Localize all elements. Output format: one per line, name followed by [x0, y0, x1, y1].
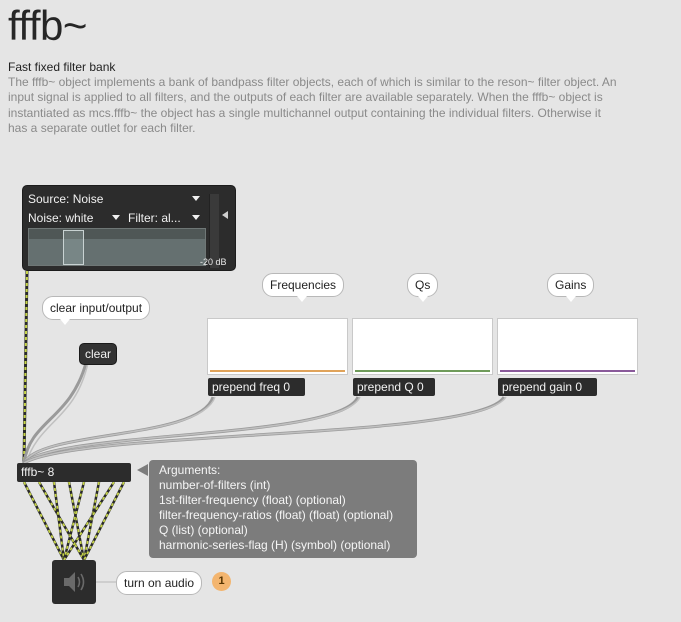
gains-multislider[interactable] [497, 318, 638, 375]
filter-menu-label: Filter: al... [128, 211, 181, 225]
chevron-down-icon [192, 196, 200, 201]
speaker-icon [64, 572, 85, 592]
level-meter [209, 194, 219, 268]
argument-item: harmonic-series-flag (H) (symbol) (optio… [159, 538, 391, 552]
arguments-pointer-arrow [137, 464, 148, 476]
comment-frequencies: Frequencies [262, 273, 345, 297]
volume-triangle-icon[interactable] [222, 211, 228, 219]
comment-qs: Qs [407, 273, 439, 297]
balloon-tail [566, 296, 576, 302]
argument-item: 1st-filter-frequency (float) (optional) [159, 493, 346, 507]
prepend-freq-label: prepend freq 0 [212, 380, 291, 394]
page-subtitle: Fast fixed filter bank [8, 60, 116, 74]
source-menu[interactable]: Source: Noise [28, 190, 200, 206]
clear-message-button[interactable]: clear [79, 343, 118, 365]
balloon-tail [60, 319, 70, 325]
noise-menu[interactable]: Noise: white [28, 209, 120, 225]
argument-item: filter-frequency-ratios (float) (float) … [159, 508, 394, 522]
prepend-q-label: prepend Q 0 [357, 380, 424, 394]
audio-toggle-button[interactable] [52, 560, 96, 604]
qs-multislider[interactable] [352, 318, 493, 375]
comment-clear-io: clear input/output [42, 296, 151, 320]
filter-menu[interactable]: Filter: al... [128, 209, 200, 225]
audio-player-panel: Source: Noise Noise: white Filter: al...… [22, 185, 236, 271]
comment-gains: Gains [547, 273, 595, 297]
page-title: fffb~ [8, 2, 87, 49]
chevron-down-icon [192, 215, 200, 220]
arguments-heading: Arguments: [159, 463, 221, 477]
filter-spectrum-display[interactable] [28, 228, 206, 266]
fffb-object-label: fffb~ 8 [21, 465, 55, 479]
argument-item: number-of-filters (int) [159, 478, 271, 492]
prepend-q-object[interactable]: prepend Q 0 [353, 378, 435, 396]
frequencies-multislider[interactable] [207, 318, 348, 375]
step-badge: 1 [212, 572, 231, 591]
comment-turn-on-audio: turn on audio [116, 571, 203, 595]
balloon-tail [418, 296, 428, 302]
argument-item: Q (list) (optional) [159, 523, 248, 537]
prepend-gain-object[interactable]: prepend gain 0 [498, 378, 597, 396]
prepend-freq-object[interactable]: prepend freq 0 [208, 378, 305, 396]
noise-menu-label: Noise: white [28, 211, 94, 225]
source-menu-label: Source: Noise [28, 192, 104, 206]
balloon-tail [297, 296, 307, 302]
filter-peak-marker[interactable] [63, 230, 84, 265]
prepend-gain-label: prepend gain 0 [502, 380, 583, 394]
arguments-panel: Arguments: number-of-filters (int) 1st-f… [149, 460, 417, 558]
fffb-object[interactable]: fffb~ 8 [17, 463, 131, 482]
meter-db-label: -20 dB [200, 257, 227, 267]
page-description: The fffb~ object implements a bank of ba… [8, 75, 617, 136]
chevron-down-icon [112, 215, 120, 220]
